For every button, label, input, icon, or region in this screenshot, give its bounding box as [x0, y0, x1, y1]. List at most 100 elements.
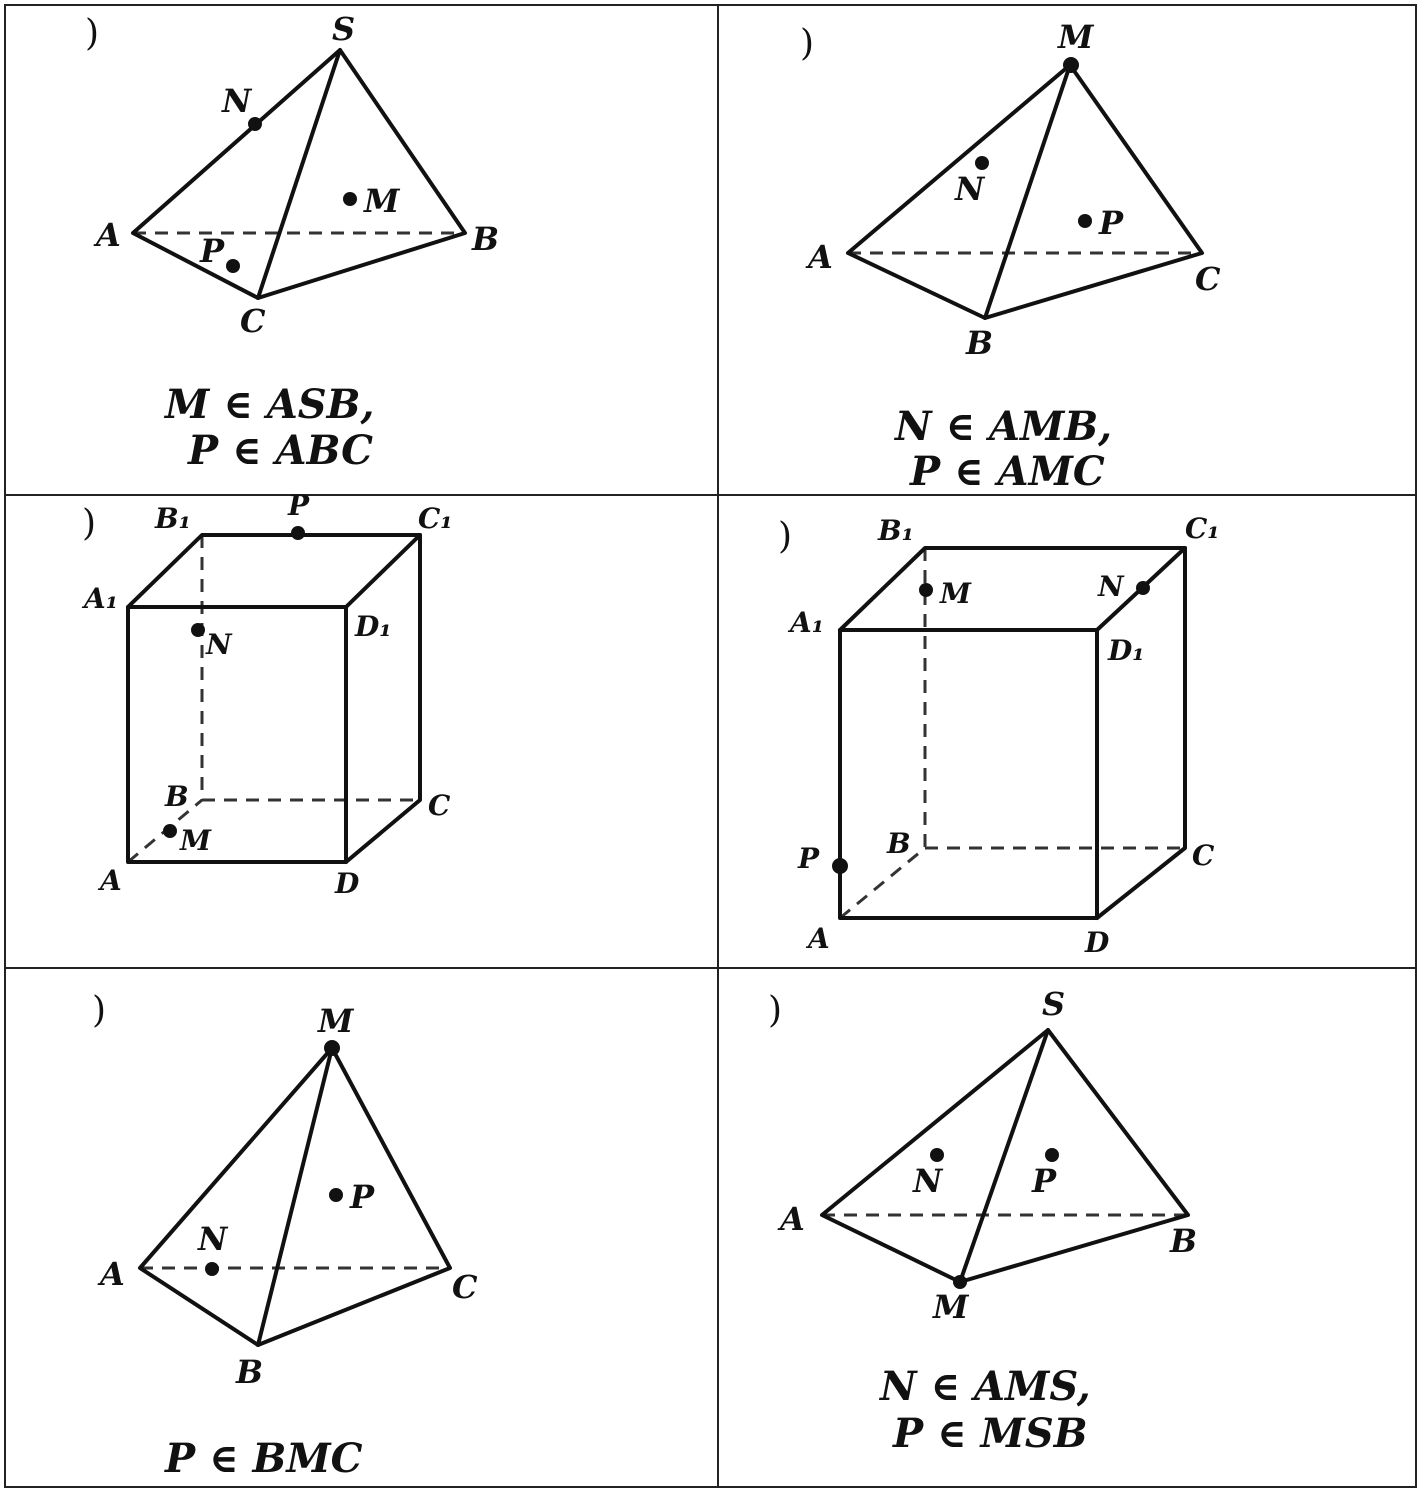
label-m: M — [939, 577, 972, 610]
caption-line-1: M ∈ ASB, — [163, 381, 374, 428]
point-p — [226, 259, 240, 273]
point-n — [205, 1262, 219, 1276]
point-n — [1136, 581, 1150, 595]
label-a: A — [777, 1200, 805, 1238]
point-p — [1045, 1148, 1059, 1162]
panel-5-pyramid: ) M P N A C B P ∈ BMC — [92, 990, 478, 1482]
label-m: M — [179, 824, 212, 857]
point-p — [329, 1188, 343, 1202]
label-a: A — [93, 216, 121, 254]
right-edges — [1095, 546, 1187, 920]
label-m: M — [317, 1002, 355, 1040]
pyramid-outline — [131, 48, 467, 300]
edge-sc — [256, 48, 342, 300]
point-p — [832, 858, 848, 874]
label-a: A — [97, 864, 122, 897]
label-c1: C₁ — [1185, 512, 1220, 545]
top-face — [126, 533, 422, 609]
label-n: N — [221, 82, 253, 120]
label-a1: A₁ — [81, 582, 118, 615]
label-b: B — [1169, 1222, 1197, 1260]
right-edges — [344, 533, 422, 864]
label-n: N — [205, 628, 233, 661]
label-m: M — [932, 1288, 970, 1326]
label-d: D — [1084, 926, 1110, 959]
panel-4-prism: ) B₁ C₁ M N A₁ D₁ B C P A D — [778, 512, 1220, 959]
label-d1: D₁ — [354, 610, 392, 643]
label-b1: B₁ — [154, 502, 191, 535]
label-p: P — [1031, 1162, 1057, 1200]
label-n: N — [1097, 570, 1125, 603]
caption-line-2: P ∈ ABC — [187, 427, 373, 474]
table-grid — [4, 4, 1417, 1488]
pyramid-outline — [846, 63, 1204, 320]
label-b: B — [164, 780, 189, 813]
caption-line-1: P ∈ BMC — [164, 1435, 363, 1482]
label-c: C — [452, 1268, 478, 1306]
point-n — [248, 117, 262, 131]
panel-2-pyramid: ) M N P A C B N ∈ AMB, P ∈ AMC — [800, 18, 1221, 495]
label-a: A — [805, 922, 830, 955]
point-m — [953, 1275, 967, 1289]
panel-6-paren: ) — [768, 990, 782, 1031]
point-m — [163, 824, 177, 838]
point-m — [324, 1040, 340, 1056]
label-c: C — [1192, 839, 1215, 872]
label-d1: D₁ — [1107, 634, 1145, 667]
caption-line-1: N ∈ AMB, — [893, 403, 1112, 450]
point-n — [191, 623, 205, 637]
label-a: A — [805, 238, 833, 276]
label-d: D — [334, 867, 360, 900]
label-s: S — [1042, 985, 1065, 1023]
front-face — [126, 605, 348, 864]
pyramid-outline — [820, 1028, 1190, 1284]
panel-1-pyramid: ) S N M A B P C M ∈ ASB, P ∈ ABC — [85, 10, 499, 474]
panel-1-paren: ) — [85, 13, 99, 54]
label-b: B — [471, 220, 499, 258]
top-face — [838, 546, 1187, 632]
label-s: S — [332, 10, 355, 48]
point-m — [919, 583, 933, 597]
point-p — [1078, 214, 1092, 228]
label-b: B — [235, 1353, 263, 1391]
label-n: N — [197, 1220, 229, 1258]
point-p — [291, 526, 305, 540]
label-b: B — [965, 324, 993, 362]
label-a1: A₁ — [787, 606, 824, 639]
panel-4-paren: ) — [778, 516, 792, 557]
label-c: C — [1195, 260, 1221, 298]
point-n — [930, 1148, 944, 1162]
point-m — [1063, 57, 1079, 73]
edge-mb — [983, 63, 1072, 320]
label-m: M — [1057, 18, 1095, 56]
label-c: C — [428, 789, 451, 822]
pyramid-outline — [138, 1046, 452, 1347]
label-p: P — [287, 489, 310, 522]
label-b1: B₁ — [877, 514, 914, 547]
label-c: C — [240, 302, 266, 340]
point-n — [975, 156, 989, 170]
label-a: A — [97, 1255, 125, 1293]
caption-line-1: N ∈ AMS, — [878, 1363, 1091, 1410]
label-c1: C₁ — [418, 502, 453, 535]
point-m — [343, 192, 357, 206]
label-p: P — [797, 842, 820, 875]
front-face — [838, 628, 1099, 920]
panel-3-paren: ) — [82, 503, 96, 544]
label-p: P — [199, 232, 225, 270]
panel-5-paren: ) — [92, 990, 106, 1031]
panel-3-prism: ) B₁ P C₁ A₁ D₁ N B C M A D — [81, 489, 453, 900]
edge-sm — [958, 1028, 1050, 1284]
label-n: N — [912, 1162, 944, 1200]
edge-mb — [256, 1046, 334, 1347]
label-n: N — [954, 170, 986, 208]
caption-line-2: P ∈ AMC — [909, 448, 1105, 495]
panel-6-pyramid: ) S N P A B M N ∈ AMS, P ∈ MSB — [768, 985, 1197, 1457]
label-p: P — [1098, 204, 1124, 242]
panel-2-paren: ) — [800, 23, 814, 64]
hidden-edge-ab — [839, 846, 926, 920]
caption-line-2: P ∈ MSB — [892, 1410, 1088, 1457]
label-b: B — [886, 827, 911, 860]
label-p: P — [349, 1178, 375, 1216]
